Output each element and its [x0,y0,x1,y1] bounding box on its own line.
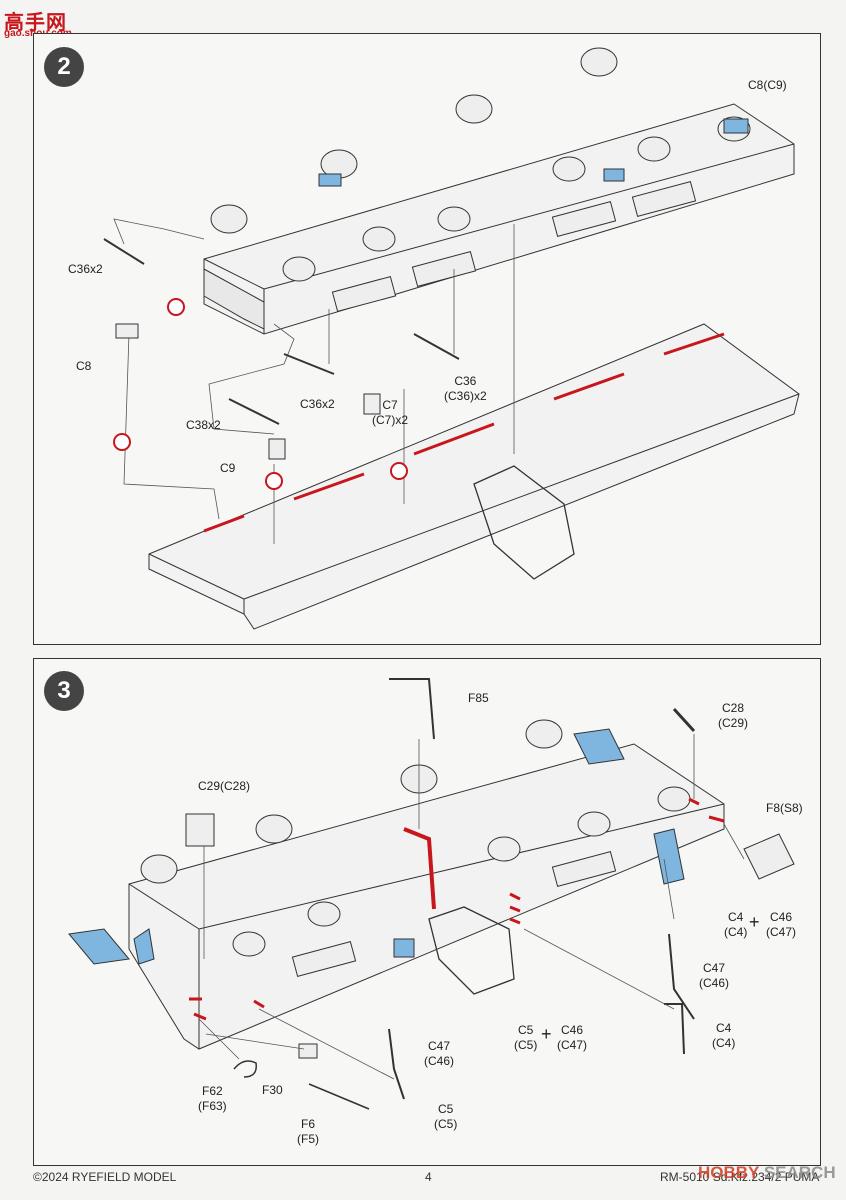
label-c28-line2: (C29) [718,716,749,730]
label-f62-line1: F62 [201,1084,223,1098]
label-f6-line2: (F5) [297,1132,319,1146]
label-c47-a-line2: (C46) [699,976,730,990]
label-c4-a-line2: (C4) [724,925,748,939]
label-f6: F6 (F5) [297,1117,319,1147]
label-c9: C9 [220,461,236,475]
label-c4-b-line2: (C4) [712,1036,736,1050]
label-c46-a-line2: (C47) [766,925,797,939]
label-c5-a-line1: C5 [518,1023,534,1037]
step-2-panel: 2 [33,33,821,645]
label-c4-b-line1: C4 [716,1021,732,1035]
footer-product-code: RM-5010 Sd.Kfz.234/2 PUMA [660,1170,820,1184]
label-c29-c28: C29(C28) [198,779,251,793]
label-f6-line1: F6 [300,1117,315,1131]
label-c5-a: C5 (C5) [514,1023,537,1053]
label-c28: C28 (C29) [718,701,748,731]
hobbysearch-logo-part-a: HOBBY [698,1163,760,1182]
label-c8-c9: C8(C9) [748,78,787,92]
label-c5-b: C5 (C5) [434,1102,457,1132]
glue-icons [113,298,408,490]
label-f30: F30 [262,1083,283,1097]
part-f85-rail [389,678,435,740]
label-f8-s8: F8(S8) [766,801,803,815]
label-f62: F62 (F63) [198,1084,227,1114]
step-number-badge: 3 [44,671,84,711]
label-c4-b: C4 (C4) [712,1021,735,1051]
label-c47-a: C47 (C46) [699,961,729,991]
part-c4-b [664,1003,685,1055]
upper-chassis-frame [203,103,795,335]
part-c47 [388,1028,405,1100]
part-f30 [298,1043,318,1059]
label-c47-b-line1: C47 [428,1039,451,1053]
blue-part-c9 [603,168,625,182]
suspension-units [140,719,691,978]
footer-copyright: ©2024 RYEFIELD MODEL [33,1170,177,1184]
part-c9-arm [268,438,286,460]
part-f8-s8 [743,833,795,880]
label-c7-line2: (C7)x2 [372,413,409,427]
label-c5-b-line1: C5 [438,1102,454,1116]
label-c46-b-line2: (C47) [557,1038,588,1052]
part-c36-rod-c [413,333,460,360]
blue-part-c8 [723,118,749,134]
lower-hull-plate [148,323,800,630]
part-c8-arm [115,323,139,339]
part-c4-strap [668,933,695,1020]
label-c4-a: C4 (C4) [724,910,747,940]
part-c7-arm [363,393,381,415]
watermark-logo-text: 高手网 [4,12,67,34]
label-c7-line1: C7 [382,398,398,412]
label-c47-a-line1: C47 [703,961,726,975]
blue-fender-front [68,928,130,965]
step-3-assembly-drawing [68,678,795,1110]
hull-hatch-outline [473,465,575,580]
blue-part-front-b [133,928,155,965]
blue-part-mid [393,938,415,958]
step-number-badge: 2 [44,47,84,87]
front-armor-plate [203,268,265,330]
label-f85: F85 [468,691,489,705]
blue-part-c8b [318,173,342,187]
label-c38x2: C38x2 [186,418,221,432]
step-2-assembly-drawing [103,47,800,630]
red-f85-rail [403,827,436,910]
chassis-frame [128,743,725,1050]
label-c7: C7 (C7)x2 [372,398,408,428]
label-c28-line1: C28 [722,701,745,715]
part-f62 [233,1060,257,1078]
part-c29-c28 [185,813,215,847]
blue-part-rear [573,728,625,765]
label-c46-a-line1: C46 [770,910,793,924]
hobbysearch-logo-part-b: SEARCH [763,1163,836,1182]
label-c47-b: C47 (C46) [424,1039,454,1069]
label-c4-a-line1: C4 [728,910,744,924]
plus-sign-b: + [541,1024,552,1044]
footer-page-number: 4 [425,1170,432,1184]
label-f62-line2: (F63) [198,1099,227,1113]
part-f6 [308,1083,370,1110]
part-c36-rod [103,238,145,265]
label-c36-line1: C36 [454,374,477,388]
label-c36x2-b: C36x2 [300,397,335,411]
hull-hatch-outline [428,906,515,995]
step-3-panel: 3 [33,658,821,1166]
label-c36: C36 (C36)x2 [444,374,487,404]
blue-part-c4 [653,828,685,885]
label-c36x2-a: C36x2 [68,262,103,276]
label-c47-b-line2: (C46) [424,1054,455,1068]
label-c36-line2: (C36)x2 [444,389,487,403]
part-c38-rod [228,398,280,425]
label-c46-b-line1: C46 [561,1023,584,1037]
part-c36-rod-b [283,353,335,375]
label-c5-a-line2: (C5) [514,1038,538,1052]
part-c28 [672,707,696,733]
label-c46-b: C46 (C47) [557,1023,587,1053]
label-c8: C8 [76,359,92,373]
plus-sign-a: + [749,912,760,932]
label-c46-a: C46 (C47) [766,910,796,940]
label-c5-b-line2: (C5) [434,1117,458,1131]
hobbysearch-watermark-logo: HOBBY SEARCH [698,1163,836,1183]
